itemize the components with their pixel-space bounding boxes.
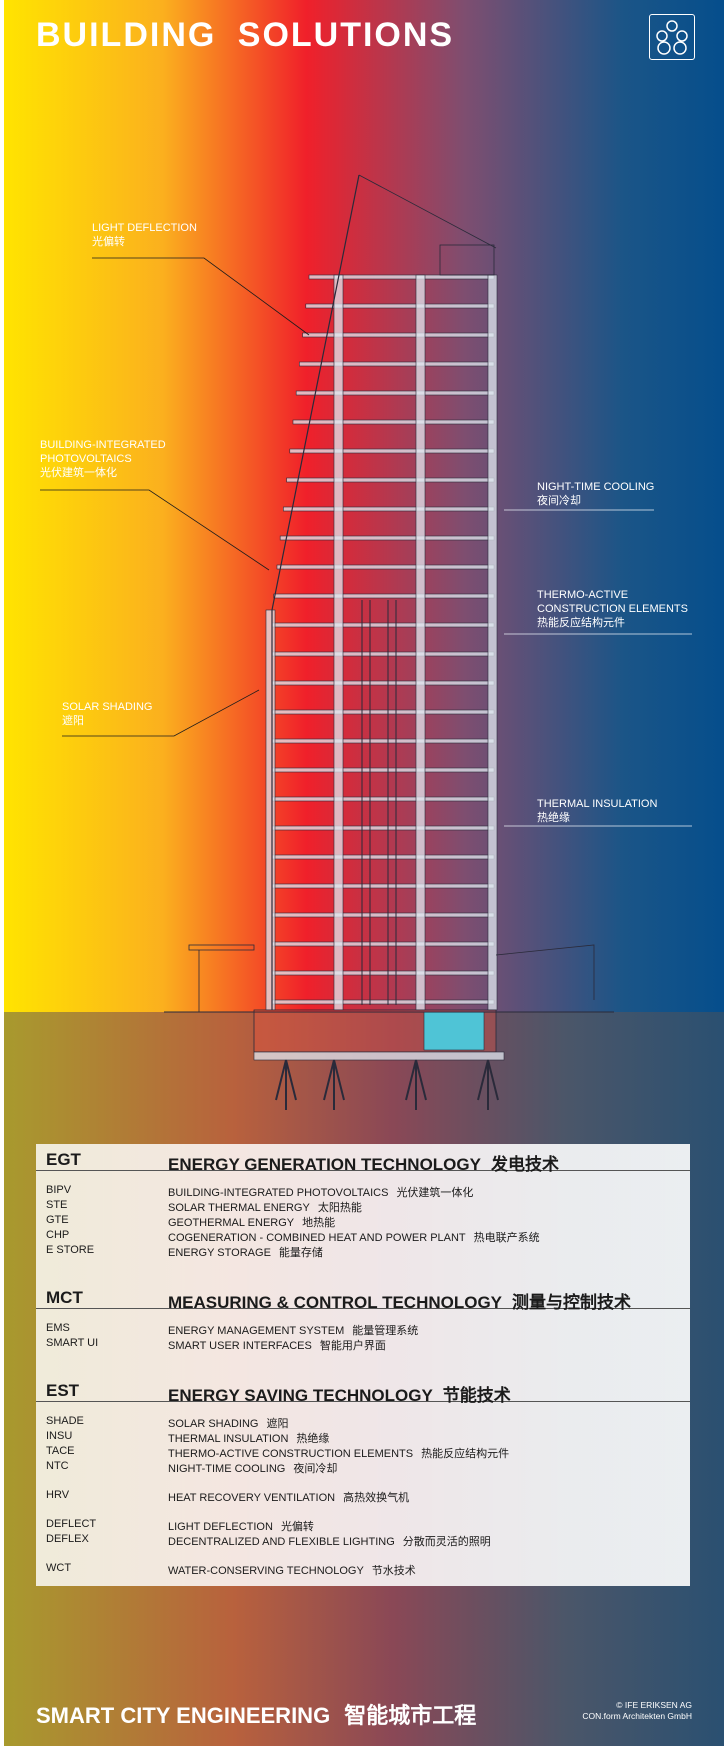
floor-slab <box>279 535 495 541</box>
floor-slab <box>295 390 495 396</box>
poster: BUILDING SOLUTIONS LIGHT DEFLECTION 光偏转 … <box>4 0 724 1746</box>
roof-line <box>358 174 497 249</box>
column <box>265 609 276 1011</box>
floor-slab <box>289 448 495 454</box>
column <box>415 274 426 1011</box>
annotation-night-time-cooling: NIGHT-TIME COOLING 夜间冷却 <box>537 481 655 507</box>
floor-slab <box>283 506 495 512</box>
floor-slab <box>271 622 495 628</box>
canopy <box>188 944 255 951</box>
column <box>333 274 344 1011</box>
building-section-drawing <box>40 174 692 1110</box>
floor-slab <box>273 593 495 599</box>
floor-slab <box>292 419 495 425</box>
pile <box>405 1059 417 1101</box>
bridge-truss <box>495 944 595 1000</box>
floor-slab <box>271 883 495 889</box>
pile <box>333 1059 345 1101</box>
page-title: BUILDING SOLUTIONS <box>36 16 455 54</box>
floor-slab <box>271 767 495 773</box>
floor-slab <box>286 477 495 483</box>
floor-slab <box>271 796 495 802</box>
credits: © IFE ERIKSEN AG CON.form Architekten Gm… <box>582 1700 692 1721</box>
sky-gradient <box>4 0 724 1012</box>
floor-slab <box>276 564 495 570</box>
pile <box>285 1059 297 1101</box>
four-circles-logo-icon <box>649 14 695 60</box>
floor-slab <box>302 332 495 338</box>
column <box>487 274 498 1011</box>
annotation-thermo-active: THERMO-ACTIVE CONSTRUCTION ELEMENTS 热能反应… <box>537 589 688 629</box>
water-tank <box>423 1011 485 1051</box>
annotation-light-deflection: LIGHT DEFLECTION 光偏转 <box>92 222 197 248</box>
leader-solar-shading <box>62 689 260 737</box>
roof-structure <box>439 244 495 276</box>
floor-slab <box>271 825 495 831</box>
annotation-thermal-insulation: THERMAL INSULATION 热绝缘 <box>537 798 658 824</box>
pile <box>323 1059 335 1101</box>
pile <box>415 1059 427 1101</box>
leader-light-deflection <box>92 257 310 336</box>
floor-slab <box>271 970 495 976</box>
facade-line <box>271 174 360 1010</box>
floor-slab <box>271 941 495 947</box>
pile <box>477 1059 489 1101</box>
floor-slab <box>271 738 495 744</box>
floor-slab <box>271 912 495 918</box>
floor-slab <box>271 854 495 860</box>
floor-slab <box>271 999 495 1005</box>
floor-slab <box>271 651 495 657</box>
foundation-slab <box>253 1051 505 1061</box>
floor-slab <box>299 361 495 367</box>
pile <box>275 1059 287 1101</box>
annotation-bipv: BUILDING-INTEGRATED PHOTOVOLTAICS 光伏建筑一体… <box>40 439 166 479</box>
leader-bipv <box>40 489 270 571</box>
floor-slab <box>271 709 495 715</box>
floor-slab <box>271 680 495 686</box>
annotation-solar-shading: SOLAR SHADING 遮阳 <box>62 701 153 727</box>
pile <box>487 1059 499 1101</box>
